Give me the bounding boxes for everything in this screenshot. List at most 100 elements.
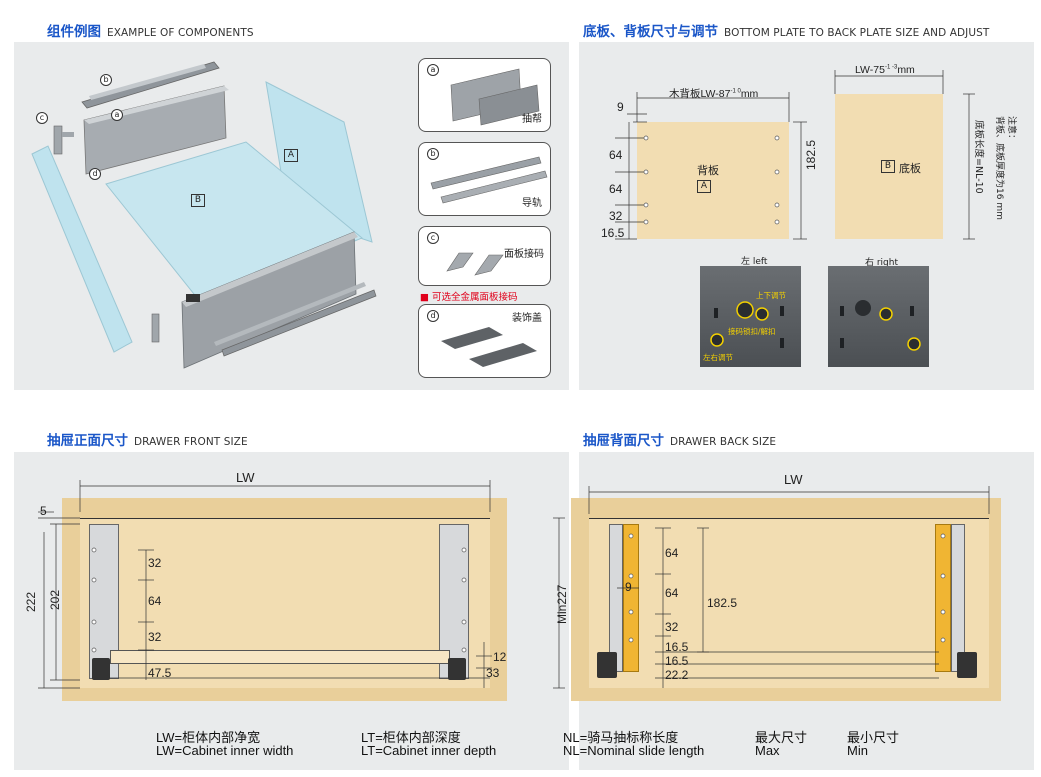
card-slide: b 导轨 xyxy=(418,142,551,216)
back-plate-dimensions xyxy=(615,70,975,240)
front-lw-label: LW xyxy=(236,470,255,485)
front-dimension-lines xyxy=(38,480,492,689)
optional-note: ■ 可选全金属面板接码 xyxy=(420,292,518,303)
card-d-letter: d xyxy=(427,310,439,322)
label-a: a xyxy=(111,109,123,121)
card-b-name: 导轨 xyxy=(522,198,542,209)
back-plate-offset: 9 xyxy=(617,100,624,114)
optional-note-text: 可选全金属面板接码 xyxy=(432,292,518,303)
bottom-plate-depth: 底板长度=NL-10 xyxy=(973,120,984,194)
card-d-illustration xyxy=(441,327,537,367)
legend-nl-en: NL=Nominal slide length xyxy=(563,743,705,758)
back-spacing-16-5b: 16.5 xyxy=(665,654,689,668)
back-plate-width-tol: -1 0 xyxy=(730,88,741,95)
front-spacing-64: 64 xyxy=(148,594,162,608)
back-bottom-22-2: 22.2 xyxy=(665,668,689,682)
legend-max: 最大尺寸 Max xyxy=(755,731,807,757)
slide-rail-bottom-2 xyxy=(214,282,366,346)
front-size-title: 抽屉正面尺寸 DRAWER FRONT SIZE xyxy=(47,429,248,449)
legend-nl-cn: NL=骑马抽标称长度 xyxy=(563,730,679,745)
back-slide-right xyxy=(935,524,951,672)
front-bottom-47-5: 47.5 xyxy=(148,666,172,680)
label-b: b xyxy=(100,74,112,86)
bottom-plate-width: LW-75-1 -3mm xyxy=(855,64,915,76)
bottom-plate xyxy=(835,94,943,239)
adjust-updown-label: 上下调节 xyxy=(756,291,786,300)
front-glass-panel xyxy=(31,145,133,353)
legend-lw: LW=柜体内部净宽 LW=Cabinet inner width xyxy=(156,731,293,757)
side-panel-a xyxy=(83,85,227,175)
side-panel-right-clip xyxy=(186,294,200,302)
back-spacing-32: 32 xyxy=(665,620,679,634)
legend-max-cn: 最大尺寸 xyxy=(755,730,808,745)
card-side-panel: a 抽帮 xyxy=(418,58,551,132)
card-a-illustration xyxy=(450,68,540,126)
bottom-back-title-cn: 底板、背板尺寸与调节 xyxy=(583,24,718,40)
back-plate-width: 木背板LW-87-1 0mm xyxy=(669,86,758,101)
front-right-12: 12 xyxy=(493,650,507,664)
bottom-back-title-en: BOTTOM PLATE TO BACK PLATE SIZE AND ADJU… xyxy=(724,27,990,39)
back-spacing-64a: 64 xyxy=(665,546,679,560)
back-plate-width-unit: mm xyxy=(740,88,759,100)
adjust-leftright-label: 左右调节 xyxy=(703,353,733,362)
bottom-plate-letter: B xyxy=(881,160,895,173)
label-A: A xyxy=(284,149,298,162)
connector-c-top xyxy=(53,125,63,155)
back-slide-left xyxy=(623,524,639,672)
back-cabinet-inner xyxy=(589,518,989,688)
bottom-plate-width-tol: -1 -3 xyxy=(884,64,898,71)
legend-lw-cn: LW=柜体内部净宽 xyxy=(156,730,261,745)
legend-min-en: Min xyxy=(847,743,868,758)
side-panel-right-top xyxy=(182,232,358,307)
back-height-182-5: 182.5 xyxy=(707,596,738,610)
front-spacing-32b: 32 xyxy=(148,630,162,644)
slide-rail-top-highlight xyxy=(89,64,206,100)
card-d-name: 装饰盖 xyxy=(512,313,542,324)
card-c-letter: c xyxy=(427,232,439,244)
back-plate-spacing-64b: 64 xyxy=(609,182,623,196)
front-spacing-32a: 32 xyxy=(148,556,162,570)
card-b-illustration xyxy=(430,156,548,204)
card-cover: d 装饰盖 xyxy=(418,304,551,378)
label-c: c xyxy=(36,112,48,124)
drawer-exploded-illustration xyxy=(31,61,377,369)
front-size-title-en: DRAWER FRONT SIZE xyxy=(134,436,248,448)
components-title-cn: 组件例图 xyxy=(47,24,101,40)
back-plate-letter: A xyxy=(697,180,711,193)
legend-lt: LT=柜体内部深度 LT=Cabinet inner depth xyxy=(361,731,496,757)
back-plate-spacing-32: 32 xyxy=(609,209,623,223)
legend-lw-en: LW=Cabinet inner width xyxy=(156,743,294,758)
components-panel: b a c d A B a 抽帮 b 导轨 c 面板接码 ■ 可选全金属面板接码… xyxy=(14,42,569,390)
back-spacing-16-5a: 16.5 xyxy=(665,640,689,654)
bottom-plate-note-body: 背板、底板厚度为16 mm xyxy=(994,116,1004,220)
label-d: d xyxy=(89,168,101,180)
card-a-letter: a xyxy=(427,64,439,76)
legend-min-cn: 最小尺寸 xyxy=(847,730,900,745)
back-plate xyxy=(637,122,789,239)
back-min-height: Min227 xyxy=(555,584,569,624)
adjust-photo-left-art xyxy=(710,301,784,348)
plate-panel: 木背板LW-87-1 0mm 9 64 64 32 16.5 182.5 背板 … xyxy=(579,42,1034,390)
back-size-title-cn: 抽屉背面尺寸 xyxy=(583,433,664,449)
back-plate-height: 182.5 xyxy=(804,139,818,170)
back-side-9: 9 xyxy=(625,580,632,594)
legend-lt-cn: LT=柜体内部深度 xyxy=(361,730,461,745)
front-size-title-cn: 抽屉正面尺寸 xyxy=(47,433,128,449)
bottom-back-title: 底板、背板尺寸与调节 BOTTOM PLATE TO BACK PLATE SIZ… xyxy=(583,20,989,40)
connector-c-bottom xyxy=(151,313,160,343)
adjust-lock-label: 接码锁扣/解扣 xyxy=(728,327,776,336)
back-plate-width-label: 木背板LW-87 xyxy=(669,88,731,100)
adjust-left-label: 左 left xyxy=(741,257,768,267)
components-title: 组件例图 EXAMPLE OF COMPONENTS xyxy=(47,20,254,40)
back-lw-label: LW xyxy=(784,472,803,487)
card-c-illustration xyxy=(446,252,504,276)
components-title-en: EXAMPLE OF COMPONENTS xyxy=(107,27,254,39)
adjust-photo-left: 上下调节 接码锁扣/解扣 左右调节 xyxy=(700,266,801,367)
back-plate-name: 背板 xyxy=(697,164,719,177)
back-plate-spacing-64a: 64 xyxy=(609,148,623,162)
front-right-33: 33 xyxy=(486,666,500,680)
side-panel-right xyxy=(181,231,357,369)
legend-nl: NL=骑马抽标称长度 NL=Nominal slide length xyxy=(563,731,704,757)
front-height-inner: 202 xyxy=(48,589,62,610)
